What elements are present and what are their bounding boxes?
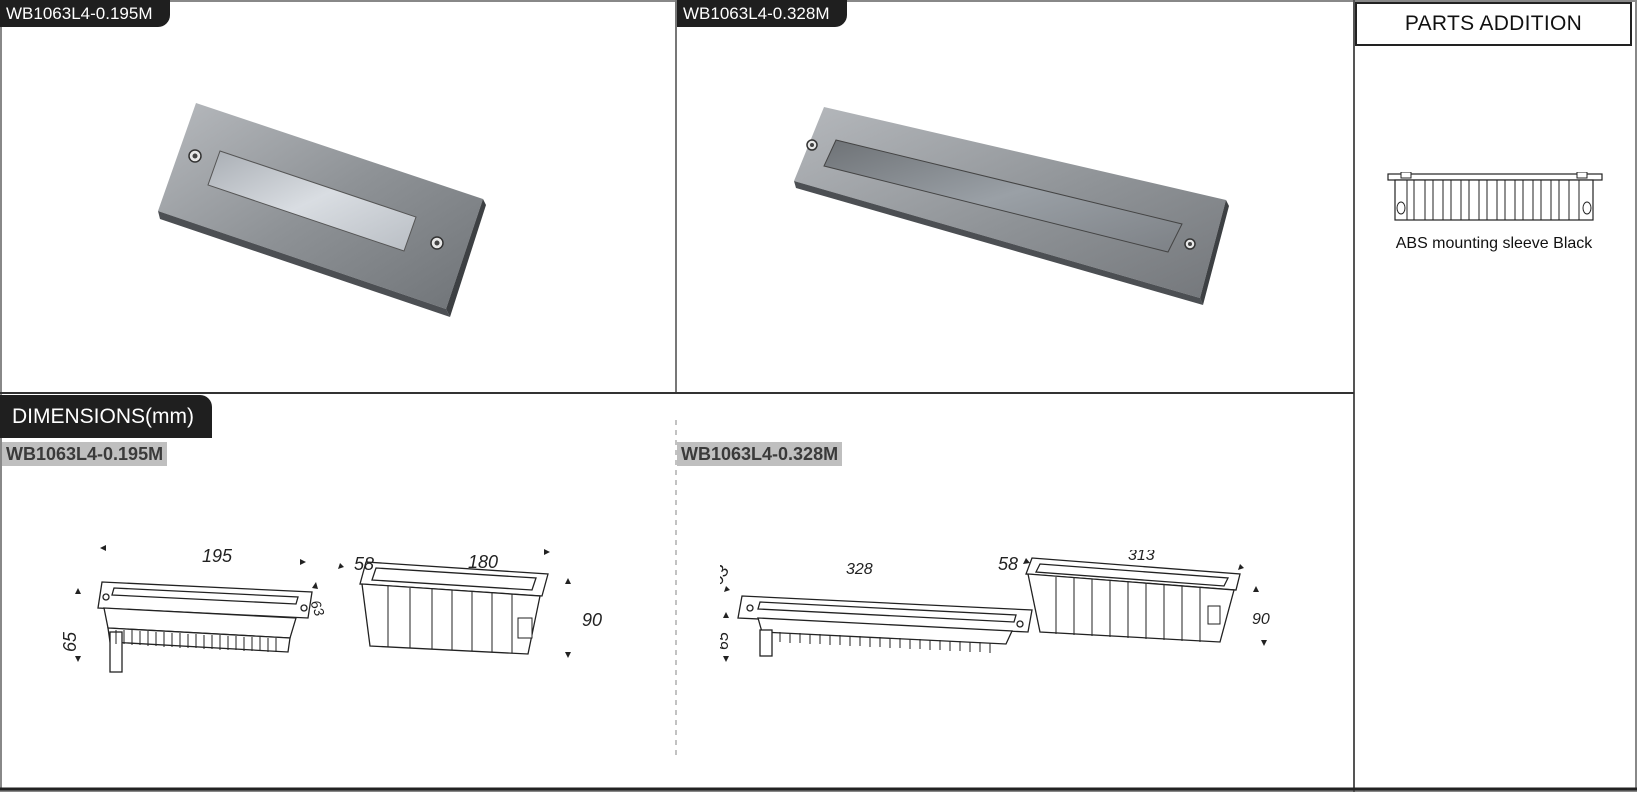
dimension-model-label: WB1063L4-0.328M [677, 442, 843, 466]
dimension-drawing-195 [75, 545, 571, 673]
product-model-tag: WB1063L4-0.328M [677, 0, 848, 27]
product-model-tag: WB1063L4-0.195M [0, 0, 171, 27]
dim-sleeve-height: 90 [582, 610, 602, 630]
dimensions-title: DIMENSIONS(mm) [0, 395, 212, 438]
dim-width: 63 [720, 562, 733, 588]
dim-width: 63 [307, 598, 327, 618]
dim-sleeve-width: 58 [354, 554, 374, 574]
dim-height: 65 [60, 631, 80, 652]
dim-length: 328 [846, 561, 873, 578]
parts-addition-title: PARTS ADDITION [1355, 2, 1632, 46]
dim-sleeve-length: 313 [1128, 550, 1155, 564]
product-photo-195 [158, 103, 486, 317]
parts-item-caption: ABS mounting sleeve Black [1395, 235, 1593, 252]
abs-mounting-sleeve-drawing [1387, 172, 1603, 221]
dim-height: 65 [720, 632, 732, 650]
dim-length: 195 [202, 546, 233, 566]
dim-sleeve-width: 58 [998, 554, 1018, 574]
dimension-labels-195: 195 65 63 58 180 90 [60, 546, 602, 652]
dim-sleeve-length: 180 [468, 552, 498, 572]
dimension-drawing-328 [723, 557, 1267, 662]
dimension-model-label: WB1063L4-0.195M [2, 442, 168, 466]
product-photo-328 [794, 107, 1229, 305]
dimension-labels-328: 328 63 65 58 313 90 [720, 550, 1270, 650]
dim-sleeve-height: 90 [1252, 611, 1270, 628]
